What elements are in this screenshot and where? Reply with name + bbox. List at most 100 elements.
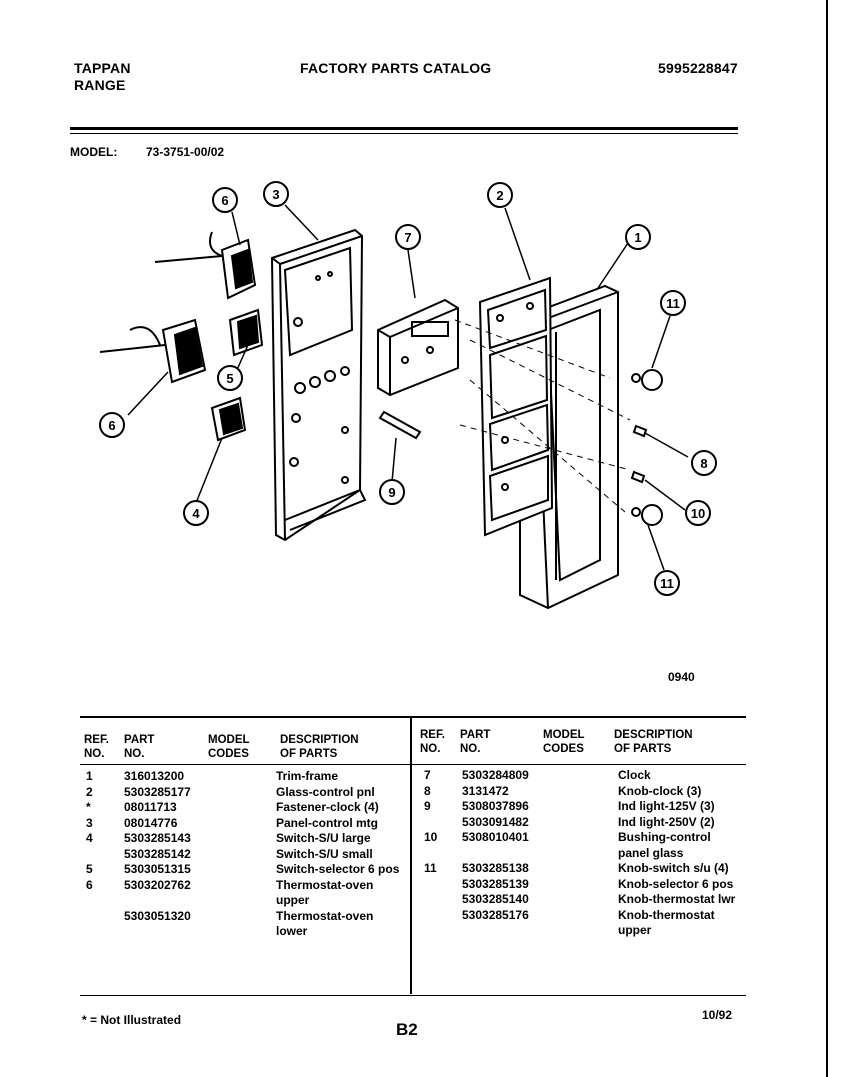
- part-cell: [124, 893, 276, 909]
- desc-cell: Switch-S/U large: [276, 831, 371, 845]
- ref-cell: 7: [424, 768, 431, 782]
- brand-line2: RANGE: [74, 77, 126, 93]
- ref-cell: [424, 877, 462, 893]
- callout-7: [395, 224, 421, 250]
- part-cell: 5303202762: [124, 877, 191, 892]
- table-top-rule: [80, 716, 746, 718]
- brand-line1: TAPPAN: [74, 60, 131, 76]
- not-illustrated-note: * = Not Illustrated: [82, 1013, 182, 1027]
- desc-cell: Knob-thermostat: [618, 907, 715, 922]
- ref-header: REF.NO.: [84, 734, 109, 760]
- callout-5: [217, 365, 243, 391]
- selector-switch-part: [154, 231, 257, 300]
- part-cell: 5303051315: [124, 862, 191, 876]
- desc-cell: Bushing-control: [618, 830, 711, 844]
- table-row: 11 5303285138 Knob-switch s/u (4): [424, 861, 748, 877]
- header-rule-thick: [70, 127, 738, 130]
- callout-label: 10: [691, 506, 705, 521]
- ref-cell: 1: [86, 769, 93, 783]
- desc-cell: upper: [276, 893, 310, 907]
- table-bottom-rule: [80, 995, 746, 996]
- ref-cell: [86, 847, 124, 863]
- callout-4: [183, 500, 209, 526]
- control-panel-part: [270, 228, 367, 542]
- callout-label: 9: [388, 485, 395, 500]
- callout-6-top: [212, 187, 238, 213]
- glass-panel-part: [478, 276, 554, 537]
- print-date: 10/92: [702, 1008, 733, 1022]
- ref-cell: 9: [424, 799, 431, 813]
- callout-label: 11: [666, 296, 680, 311]
- callout-8: [691, 450, 717, 476]
- desc-cell: lower: [276, 924, 308, 938]
- callout-label: 8: [700, 456, 707, 471]
- ref-cell: [424, 923, 462, 939]
- callout-6-lower: [99, 412, 125, 438]
- ref-cell: 3: [86, 815, 93, 830]
- desc-cell: Ind light-250V (2): [618, 814, 715, 829]
- part-cell: 5303285142: [124, 846, 191, 861]
- page-border-right: [826, 0, 828, 1077]
- clock-part: [377, 298, 459, 397]
- callout-3: [263, 181, 289, 207]
- desc-cell: Glass-control pnl: [276, 784, 375, 799]
- part-cell: 08014776: [124, 815, 178, 830]
- ref-cell: 11: [424, 861, 437, 875]
- part-cell: 5303285176: [462, 907, 529, 922]
- part-cell: 5303285138: [462, 861, 529, 875]
- ref-cell: 6: [86, 877, 93, 892]
- table-divider: [410, 716, 412, 994]
- figure-code: 0940: [668, 670, 695, 684]
- table-row: upper: [86, 893, 416, 909]
- ref-cell: 5: [86, 862, 93, 876]
- table-row: 5303285176 Knob-thermostat: [424, 908, 748, 924]
- desc-cell: Thermostat-oven: [276, 908, 374, 923]
- ref-cell: 8: [424, 783, 431, 798]
- callouts: [99, 181, 717, 596]
- callout-label: 4: [192, 506, 200, 521]
- table-row: 6 5303202762 Thermostat-oven: [86, 878, 416, 894]
- callout-label: 6: [221, 193, 228, 208]
- part-cell: 3131472: [462, 783, 509, 798]
- page-title: FACTORY PARTS CATALOG: [300, 60, 492, 76]
- callout-label: 11: [660, 576, 674, 591]
- ref-cell: 4: [86, 831, 93, 845]
- knob-parts: [630, 369, 663, 526]
- callout-11-top: [660, 290, 686, 316]
- part-cell: [462, 846, 618, 862]
- callout-label: 2: [496, 188, 503, 203]
- ref-cell: [424, 846, 462, 862]
- ref-cell: 10: [424, 830, 438, 844]
- desc-cell: Knob-switch s/u (4): [618, 861, 729, 875]
- part-cell: [462, 923, 618, 939]
- ref-cell: *: [86, 800, 91, 814]
- ref-cell: [424, 892, 462, 908]
- desc-cell: Knob-selector 6 pos: [618, 876, 734, 891]
- part-cell: 5303285140: [462, 892, 529, 906]
- callout-label: 3: [272, 187, 279, 202]
- part-cell: 316013200: [124, 769, 185, 783]
- ref-cell: [424, 815, 462, 831]
- model-value: 73-3751-00/02: [146, 145, 225, 159]
- desc-cell: Thermostat-oven: [276, 877, 374, 892]
- part-cell: 5308037896: [462, 799, 529, 813]
- ref-cell: [86, 893, 124, 909]
- table-row: panel glass: [424, 846, 748, 862]
- callout-label: 5: [226, 371, 233, 386]
- part-cell: 5303284809: [462, 768, 529, 782]
- indicator-light-part: [378, 410, 422, 440]
